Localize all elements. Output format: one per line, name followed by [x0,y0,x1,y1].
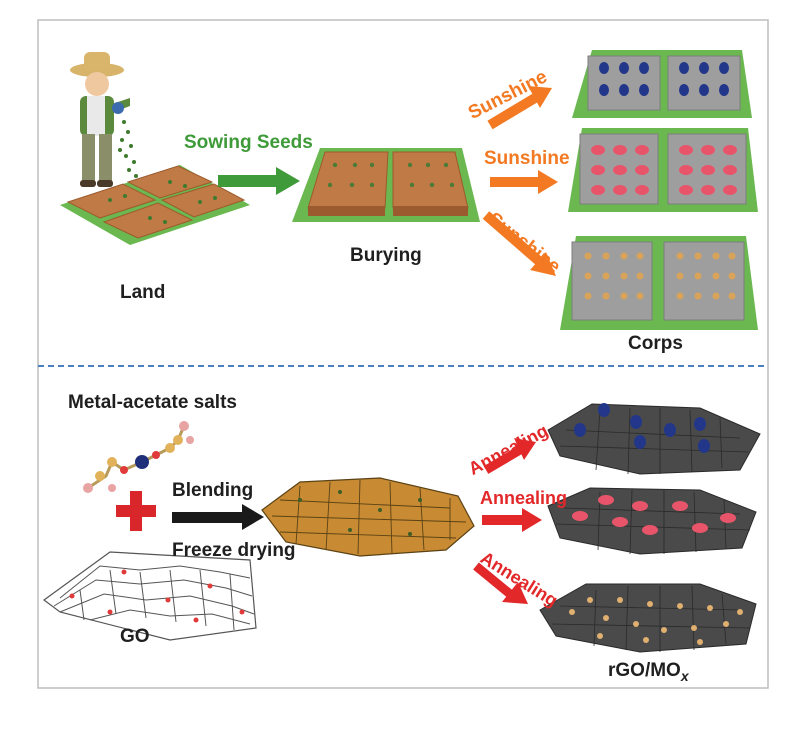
sunshine-arrow-up [487,86,552,130]
annealing-arrow-down [473,562,528,604]
sowing-arrow [218,167,300,195]
annealing-arrow-up [483,438,536,474]
plus-icon [116,491,156,531]
go-sheet [42,551,257,641]
product-sheet-blue [547,403,761,475]
crop-plot-red [568,128,758,212]
blending-arrow [172,504,264,530]
metal-acetate-label: Metal-acetate salts [68,392,237,413]
metal-acetate-molecule [83,421,194,493]
land-label: Land [120,282,166,303]
annealing-arrow-mid [482,508,542,532]
sowing-seeds-label: Sowing Seeds [184,132,313,153]
falling-seeds [118,120,138,178]
product-sheet-red [547,487,757,555]
go-label: GO [120,626,150,647]
burying-label: Burying [350,245,422,266]
sunshine-label-mid: Sunshine [484,148,570,169]
buried-plot [292,148,480,222]
farmer-figure [70,52,130,187]
sunshine-arrow-mid [490,170,558,194]
crop-plot-blue [572,50,752,118]
product-sheet-gold [539,583,757,653]
rgo-mox-label: rGO/MOx [608,660,689,684]
land-plot [60,165,250,245]
rgo-mox-main: rGO/MO [608,660,681,681]
crop-plot-gold [560,236,758,330]
freeze-drying-label: Freeze drying [172,540,296,561]
corps-label: Corps [628,333,683,354]
blending-label: Blending [172,480,254,501]
sunshine-arrow-down [482,211,556,276]
annealing-label-mid: Annealing [480,488,568,508]
composite-sheet [261,477,475,557]
rgo-mox-subscript: x [680,667,689,684]
